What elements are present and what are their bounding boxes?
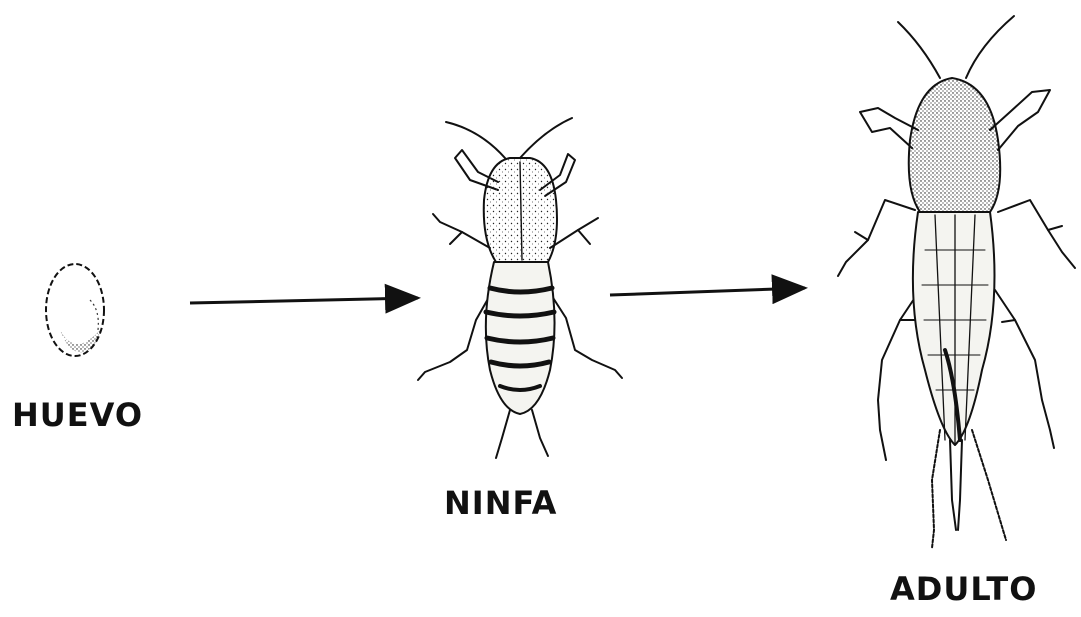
stage-label-nymph: NINFA (444, 484, 557, 522)
stage-label-egg: HUEVO (12, 396, 143, 434)
egg-icon (46, 264, 104, 356)
arrow-right-icon (190, 298, 418, 303)
adult-cricket-icon (838, 16, 1075, 548)
nymph-insect-icon (418, 118, 622, 458)
arrow-right-icon (610, 288, 805, 295)
stage-label-adult: ADULTO (890, 570, 1037, 608)
